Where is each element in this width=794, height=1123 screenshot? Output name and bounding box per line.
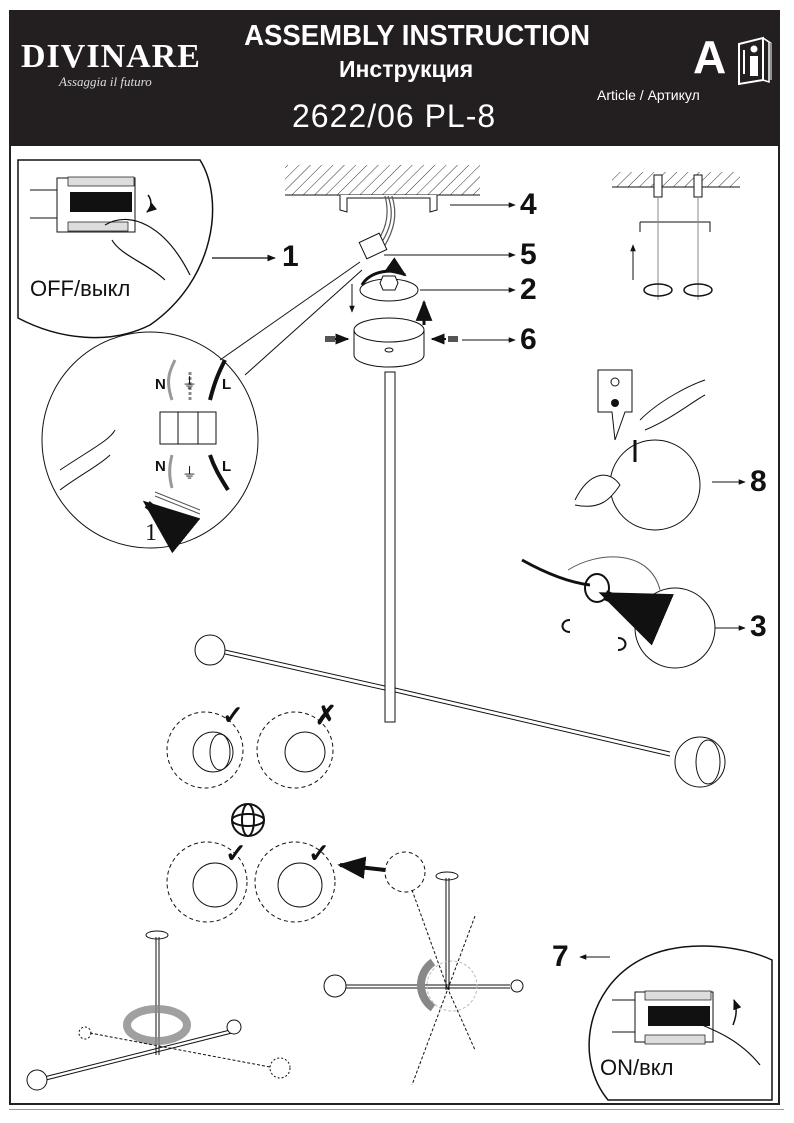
circuit-breaker-icon <box>30 176 136 233</box>
shade-globe <box>609 439 701 531</box>
step-number-2: 2 <box>520 273 537 306</box>
bulb-on-icon <box>610 377 620 387</box>
article-label: Article / Артикул <box>597 87 700 103</box>
rotate-arrow-icon <box>643 283 673 297</box>
lamp-arms <box>194 634 726 788</box>
step-number-3: 3 <box>750 610 767 643</box>
live-label-top: L <box>222 376 232 393</box>
wall-anchor-diagram <box>612 172 740 300</box>
header-banner: DIVINARE Assaggia il futuro ASSEMBLY INS… <box>9 10 780 146</box>
shade-left <box>194 634 226 666</box>
hand-icon <box>104 218 191 276</box>
live-label-bottom: L <box>222 458 232 475</box>
terminal-block-icon <box>159 411 217 445</box>
correct-mark-icon: ✓ <box>222 700 244 730</box>
step-number-4: 4 <box>520 188 537 221</box>
magnet-icon <box>561 619 571 633</box>
wiring-detail-callout <box>41 261 363 554</box>
instruction-manual-icon <box>737 34 773 91</box>
arm-rotation-diagram-center <box>323 851 524 1086</box>
terminal-block-icon <box>358 232 388 260</box>
bulb-off-icon <box>611 399 619 407</box>
correct-mark-icon: ✓ <box>308 838 330 868</box>
breaker-on-callout <box>588 945 773 1101</box>
rotate-arrow-icon <box>146 194 158 213</box>
step-number-5: 5 <box>520 238 537 271</box>
title-english: ASSEMBLY INSTRUCTION <box>243 20 590 52</box>
shade-globe <box>634 587 716 669</box>
on-caption: ON/вкл <box>600 1055 674 1080</box>
rotate-arrow-icon <box>123 1005 191 1045</box>
neutral-label-bottom: N <box>155 458 166 475</box>
earth-icon: ⏚ <box>182 465 198 482</box>
insert-arrow-icon <box>142 500 201 554</box>
rotate-arrow-icon <box>683 283 713 297</box>
step-number-1: 1 <box>282 240 299 273</box>
correct-mark-icon: ✓ <box>225 838 247 868</box>
step-number-8: 8 <box>750 465 767 498</box>
detail-arrow-icon <box>337 856 386 879</box>
touch-switch-diagram <box>574 369 706 531</box>
hand-icon <box>689 1019 761 1066</box>
brand-logo: DIVINARE <box>21 38 201 75</box>
neutral-label-top: N <box>155 376 166 393</box>
screw-icon <box>430 333 458 345</box>
shade-orientation-checks <box>166 711 386 923</box>
ceiling-bracket-group <box>285 165 480 260</box>
doc-class-letter: A <box>693 31 727 83</box>
screw-icon <box>325 333 350 345</box>
step-number-6: 6 <box>520 323 537 356</box>
frame-shadow <box>9 1105 784 1110</box>
wrong-mark-icon: ✗ <box>315 700 337 730</box>
brand-tagline: Assaggia il futuro <box>59 74 152 89</box>
ceiling-hatch <box>285 165 480 195</box>
magnet-icon <box>617 637 627 651</box>
earth-icon: ⏚ <box>182 375 198 392</box>
off-caption: OFF/выкл <box>30 276 131 301</box>
magnetic-shade-diagram <box>521 556 716 669</box>
canopy <box>353 317 425 368</box>
shade-right <box>674 736 726 788</box>
article-number: 2622/06 PL-8 <box>292 98 497 134</box>
title-russian: Инструкция <box>339 56 474 82</box>
attach-arrow-icon <box>598 590 674 646</box>
content-frame <box>9 146 780 1105</box>
stem-rod <box>384 371 396 723</box>
rotate-globe-icon <box>231 803 265 837</box>
step-number-7: 7 <box>552 940 569 973</box>
wiring-step-marker: 1 <box>145 520 157 546</box>
rotate-arrow-icon <box>360 257 407 286</box>
hand-icon <box>639 379 706 421</box>
arm-rotation-diagram-left <box>26 930 291 1091</box>
breaker-off-callout <box>17 159 214 339</box>
nut-icon <box>379 275 399 291</box>
rotate-arrow-icon <box>417 958 436 1012</box>
rotate-arrow-icon <box>732 999 742 1026</box>
circuit-breaker-icon <box>648 1006 710 1026</box>
